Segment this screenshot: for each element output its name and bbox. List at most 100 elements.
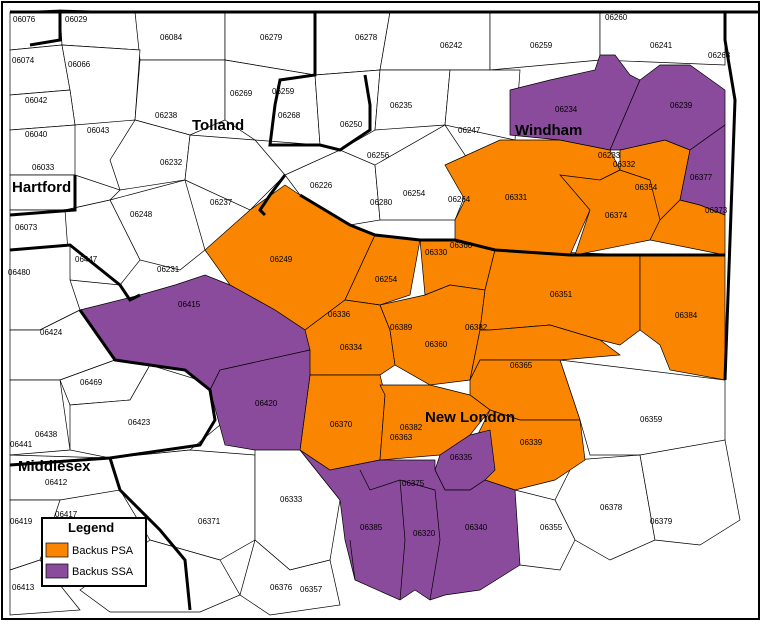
county-label-tolland: Tolland	[192, 117, 244, 134]
zip-label: 06332	[613, 160, 636, 169]
psa-towns	[204, 139, 726, 491]
town-line	[399, 479, 406, 601]
county-label-new-london: New London	[425, 409, 515, 426]
zip-label: 06330	[425, 248, 448, 257]
ssa-town-06234	[509, 54, 641, 151]
zip-label: 06417	[55, 510, 78, 519]
zip-label: 06382	[400, 423, 423, 432]
zip-label: 06413	[12, 583, 35, 592]
zip-label: 06280	[370, 198, 393, 207]
county-label-middlesex: Middlesex	[18, 458, 91, 475]
zip-label: 06235	[390, 101, 413, 110]
zip-label: 06256	[367, 151, 390, 160]
town-line	[349, 539, 356, 581]
zip-label: 06066	[68, 60, 91, 69]
zip-labels: 06076 06029 06084 06279 06278 06242 0625…	[8, 13, 731, 594]
county-border	[9, 243, 141, 302]
zip-label: 06419	[10, 517, 33, 526]
zip-label: 06385	[360, 523, 383, 532]
zip-label: 06355	[540, 523, 563, 532]
town-line	[429, 489, 441, 601]
legend-swatch-psa	[45, 542, 69, 558]
zip-label: 06374	[605, 211, 628, 220]
zip-label: 06238	[155, 111, 178, 120]
county-border	[9, 175, 77, 217]
zip-label: 06389	[390, 323, 413, 332]
zip-label: 06040	[25, 130, 48, 139]
town-polygon	[61, 44, 141, 126]
county-labels: Tolland Windham Hartford New London Midd…	[12, 117, 582, 475]
zip-label: 06365	[510, 361, 533, 370]
zip-label: 06360	[450, 241, 473, 250]
zip-label: 06232	[160, 158, 183, 167]
zip-label: 06384	[675, 311, 698, 320]
zip-label: 06249	[270, 255, 293, 264]
zip-label: 06254	[403, 189, 426, 198]
town-polygon	[9, 559, 81, 616]
town-polygon	[374, 69, 451, 131]
zip-label: 06250	[340, 120, 363, 129]
county-border	[258, 174, 287, 217]
county-label-windham: Windham	[515, 122, 582, 139]
zip-label: 06029	[65, 15, 88, 24]
zip-label: 06373	[705, 206, 728, 215]
zip-label: 06331	[505, 193, 528, 202]
legend-label-psa: Backus PSA	[72, 545, 134, 557]
zip-label: 06234	[555, 105, 578, 114]
zip-label: 06335	[450, 453, 473, 462]
zip-label: 06042	[25, 96, 48, 105]
zip-label: 06480	[8, 268, 31, 277]
zip-label: 06233	[598, 151, 621, 160]
zip-label: 06438	[35, 430, 58, 439]
zip-label: 06378	[600, 503, 623, 512]
town-polygon	[9, 379, 71, 456]
county-border	[29, 10, 62, 47]
town-polygon	[9, 454, 121, 501]
zip-label: 06320	[413, 529, 436, 538]
zip-label: 06033	[32, 163, 55, 172]
ssa-towns	[79, 54, 726, 601]
county-borders	[9, 10, 760, 611]
zip-label: 06376	[270, 583, 293, 592]
town-polygon	[9, 44, 71, 96]
town-polygon	[379, 11, 491, 71]
zip-label: 06469	[80, 378, 103, 387]
zip-label: 06278	[355, 33, 378, 42]
zip-label: 06423	[128, 418, 151, 427]
zip-label: 06354	[635, 183, 658, 192]
town-polygon	[314, 11, 391, 76]
zip-label: 06334	[340, 343, 363, 352]
zip-label: 06084	[160, 33, 183, 42]
town-polygon	[224, 59, 321, 146]
zip-label: 06259	[272, 87, 295, 96]
zip-label: 06370	[330, 420, 353, 429]
zip-label: 06340	[465, 523, 488, 532]
legend: Legend Backus PSA Backus SSA	[41, 517, 147, 587]
zip-label: 06074	[12, 56, 35, 65]
zip-label: 06247	[458, 126, 481, 135]
zip-label: 06336	[328, 310, 351, 319]
white-towns	[9, 9, 741, 616]
zip-label: 06447	[75, 255, 98, 264]
legend-swatch-ssa	[45, 563, 69, 579]
zip-label: 06043	[87, 126, 110, 135]
zip-label: 06268	[278, 111, 301, 120]
zip-label: 06231	[157, 265, 180, 274]
zip-label: 06379	[650, 517, 673, 526]
zip-label: 06363	[390, 433, 413, 442]
zip-label: 06339	[520, 438, 543, 447]
internal-town-lines	[349, 469, 441, 601]
zip-label: 06226	[310, 181, 333, 190]
zip-label: 06412	[45, 478, 68, 487]
zip-label: 06076	[13, 15, 36, 24]
zip-label: 06371	[198, 517, 221, 526]
zip-label: 06073	[15, 223, 38, 232]
county-border-middlesex	[9, 309, 217, 467]
town-polygon	[184, 134, 286, 211]
zip-label: 06357	[300, 585, 323, 594]
town-polygon	[639, 439, 741, 546]
zip-label: 06360	[425, 340, 448, 349]
zip-label: 06424	[40, 328, 63, 337]
zip-label: 06259	[530, 41, 553, 50]
